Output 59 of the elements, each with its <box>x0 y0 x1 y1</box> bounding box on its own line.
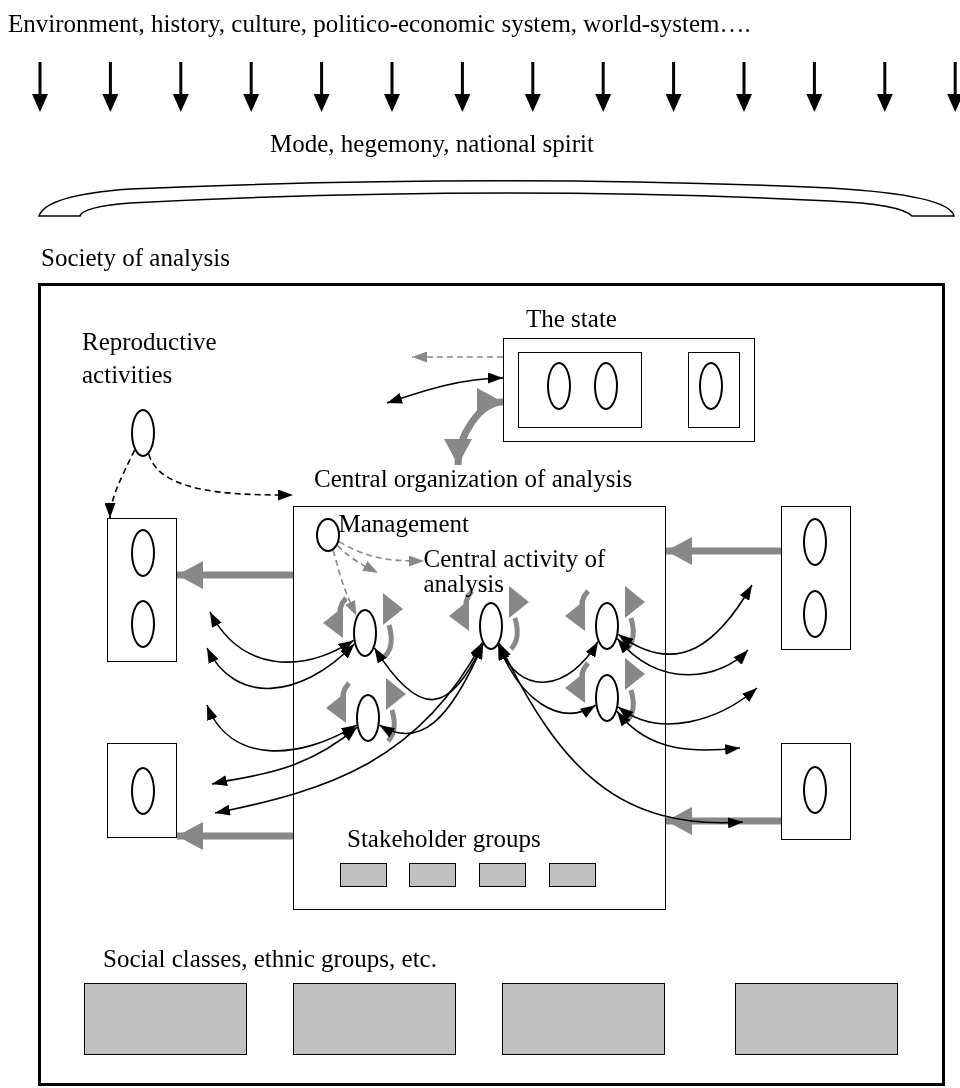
node-heading: Central organization of analysis <box>314 465 633 493</box>
group-block <box>293 983 456 1055</box>
node-heading: The state <box>526 305 617 333</box>
node-label: Reproductive activities <box>82 327 218 390</box>
area-label: Stakeholder groups <box>347 825 541 853</box>
node-heading: Society of analysis <box>41 244 230 272</box>
arrow <box>497 644 597 718</box>
oval-node <box>130 766 155 815</box>
arrow <box>378 643 484 737</box>
oval-node <box>130 599 155 648</box>
arrow <box>498 642 744 828</box>
oval-node <box>699 362 723 410</box>
oval-node <box>594 673 619 722</box>
arrow <box>206 704 358 752</box>
arrow <box>214 641 484 816</box>
container-box <box>517 351 642 428</box>
arrow <box>617 687 758 725</box>
group-block <box>478 862 526 887</box>
oval-node <box>547 362 571 410</box>
arrow <box>373 642 484 701</box>
group-block <box>502 983 665 1055</box>
container-box <box>107 743 177 838</box>
node-label: Management <box>338 511 469 536</box>
oval-node <box>352 608 377 657</box>
node-heading: Mode, hegemony, national spirit <box>270 130 594 158</box>
oval-node <box>802 589 827 638</box>
group-block <box>735 983 898 1055</box>
container-box <box>107 518 177 662</box>
container-box <box>687 351 740 428</box>
arrow <box>105 449 136 519</box>
group-block <box>84 983 247 1055</box>
arrow <box>617 584 753 655</box>
oval-node <box>130 528 155 577</box>
arrow <box>206 643 356 690</box>
heading-text: Environment, history, culture, politico-economic system, world-system…. <box>8 10 751 38</box>
arrow <box>616 710 741 755</box>
area-label: Central activity of analysis <box>423 545 607 596</box>
group-block <box>548 862 596 887</box>
arrow <box>616 637 749 676</box>
group-block <box>408 862 456 887</box>
container-box <box>781 743 851 840</box>
arrow <box>209 611 355 663</box>
arrow <box>336 544 379 574</box>
oval-node <box>594 601 619 650</box>
area-label: Social classes, ethnic groups, etc. <box>103 945 437 973</box>
oval-node <box>478 601 503 650</box>
oval-node <box>594 362 618 410</box>
arrow <box>411 351 504 363</box>
arrow <box>386 372 504 404</box>
arrow <box>445 391 504 466</box>
oval-node <box>802 517 827 566</box>
group-block <box>339 862 387 887</box>
arrow <box>338 540 425 567</box>
oval-node <box>802 765 827 814</box>
oval-node <box>355 693 380 742</box>
arrow <box>211 726 358 787</box>
container-box <box>781 506 851 650</box>
arrow <box>147 453 294 501</box>
arrow <box>332 549 358 617</box>
